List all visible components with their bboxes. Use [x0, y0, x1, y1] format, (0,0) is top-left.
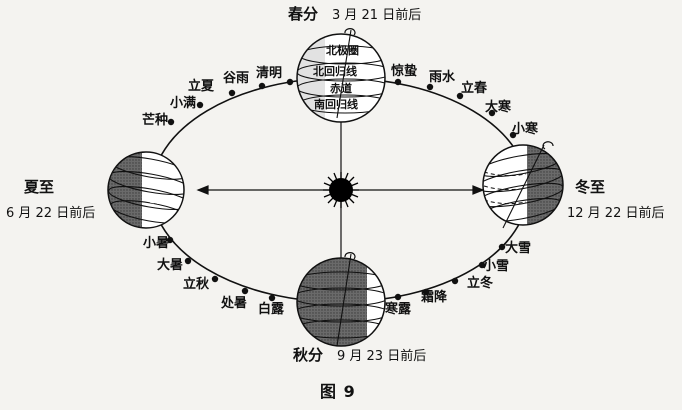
orbit-dot: [268, 294, 276, 302]
term-lichun: 立春: [461, 81, 488, 96]
term-lixia: 立夏: [188, 79, 215, 94]
term-lidong: 立冬: [467, 276, 494, 291]
term-guyu: 谷雨: [223, 71, 250, 86]
orbit-dot: [478, 261, 486, 269]
term-daxue: 大雪: [505, 241, 532, 256]
orbit-dot: [509, 131, 517, 139]
term-xiaoshu: 小暑: [143, 236, 170, 251]
globe-icon: [296, 252, 386, 347]
term-liqiu: 立秋: [183, 277, 210, 292]
globe-icon: [482, 141, 564, 229]
orbit-dot: [196, 101, 204, 109]
term-xiaohan: 小寒: [512, 122, 539, 137]
arrow-icon: [196, 185, 209, 195]
arctic-circle-label: 北极圈: [326, 44, 359, 57]
term-dahan: 大寒: [485, 100, 512, 115]
tropic-of-cancer-label: 北回归线: [313, 65, 357, 78]
orbit-dot: [211, 275, 219, 283]
winter-solstice-date: 12 月 22 日前后: [567, 206, 665, 221]
term-dashu: 大暑: [157, 258, 184, 273]
orbit-dot: [258, 82, 266, 90]
spring-equinox-date: 3 月 21 日前后: [332, 8, 422, 23]
orbit-dot: [498, 243, 506, 251]
summer-solstice-name: 夏至: [24, 178, 55, 196]
sun-icon: [323, 172, 359, 208]
tropic-of-capricorn-label: 南回归线: [314, 98, 358, 111]
term-shuangjiang: 霜降: [421, 290, 448, 305]
orbit-dot: [451, 277, 459, 285]
spring-equinox-name: 春分: [288, 5, 319, 23]
orbit-dot: [422, 288, 430, 296]
term-xiaoxue: 小雪: [483, 259, 510, 274]
term-bailu: 白露: [258, 302, 285, 317]
term-xiaoman: 小满: [170, 96, 197, 111]
orbit-dot: [184, 257, 192, 265]
term-mangzhong: 芒种: [142, 113, 169, 128]
orbit-dot: [456, 92, 464, 100]
equator-label: 赤道: [330, 82, 352, 95]
orbit-dot: [488, 109, 496, 117]
autumn-equinox-name: 秋分: [293, 346, 324, 364]
term-yushui: 雨水: [429, 70, 456, 85]
figure-caption: 图 9: [320, 382, 356, 401]
term-hanlu: 寒露: [385, 302, 412, 317]
orbit-dot: [241, 287, 249, 295]
orbit-dot: [286, 78, 294, 86]
term-jingzhe: 惊蛰: [391, 64, 418, 79]
orbit-dot: [394, 78, 402, 86]
term-chushu: 处暑: [221, 296, 248, 311]
term-qingming: 清明: [256, 66, 283, 81]
orbit-dot: [426, 83, 434, 91]
winter-solstice-name: 冬至: [575, 178, 606, 196]
arrow-icon: [472, 185, 485, 195]
orbit-dot: [228, 89, 236, 97]
orbit-markers: [166, 78, 517, 302]
orbit-dot: [394, 293, 402, 301]
summer-solstice-date: 6 月 22 日前后: [6, 206, 96, 221]
orbit-dot: [167, 118, 175, 126]
globe-icon: [107, 151, 185, 229]
orbit-dot: [166, 236, 174, 244]
autumn-equinox-date: 9 月 23 日前后: [337, 349, 427, 364]
